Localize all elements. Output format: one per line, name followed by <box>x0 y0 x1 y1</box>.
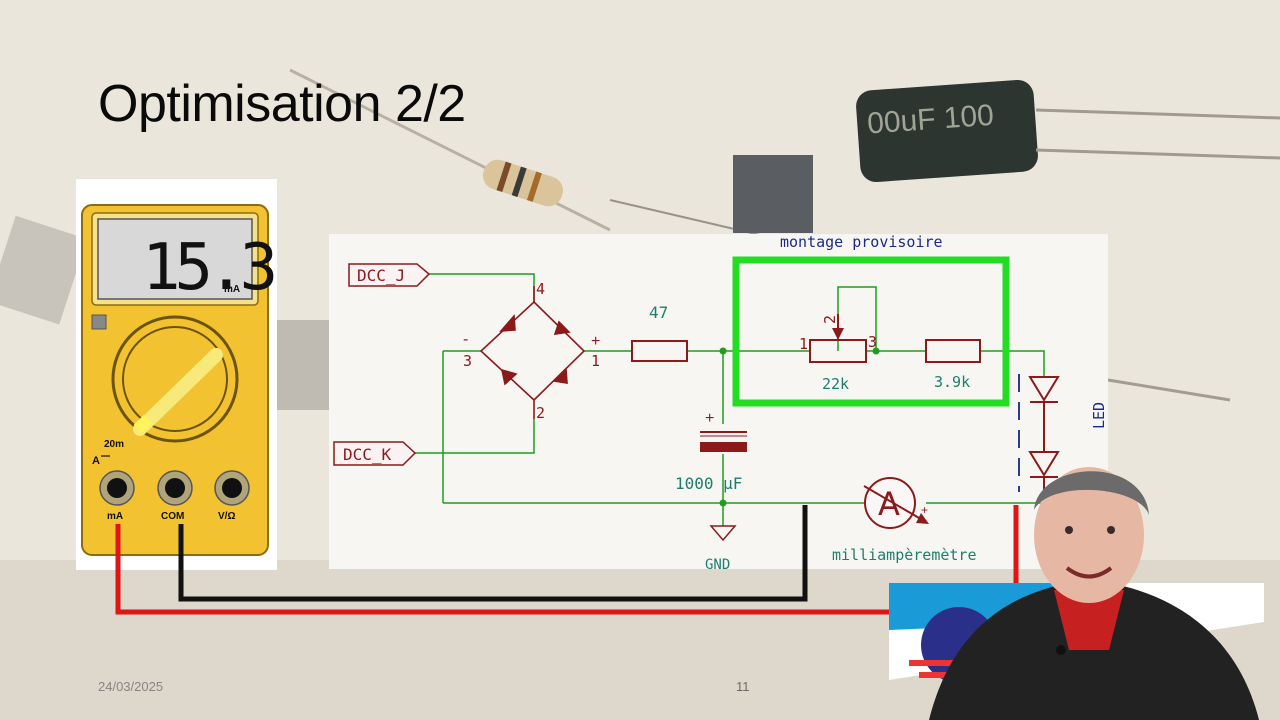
resistor-47 <box>631 340 688 362</box>
highlight-box-label: montage provisoire <box>780 234 943 251</box>
bridge-pin-2: 2 <box>536 404 545 422</box>
slide-title: Optimisation 2/2 <box>98 75 466 133</box>
input-dcc-j: DCC_J <box>348 263 431 287</box>
slide-page-number: 11 <box>736 679 750 694</box>
multimeter: 15.3 mA 20m A mA COM V/Ω <box>76 179 277 570</box>
jack-ma[interactable] <box>99 470 135 506</box>
bridge-minus: - <box>463 331 468 348</box>
capacitor-photo: 00uF 100 <box>856 79 1280 183</box>
resistor-3-9k-label: 3.9k <box>934 373 970 391</box>
pot-value: 22k <box>822 375 849 393</box>
input-dcc-j-label: DCC_J <box>357 266 405 285</box>
jack-label-com: COM <box>161 511 184 522</box>
bridge-pin-4: 4 <box>536 280 545 298</box>
bridge-pin-1: 1 <box>591 352 600 370</box>
schematic-wires <box>415 273 1045 526</box>
black-lead <box>178 505 808 602</box>
bridge-rectifier-photo <box>733 155 813 233</box>
slide-date: 24/03/2025 <box>98 679 164 694</box>
multimeter-unit: mA <box>224 284 240 295</box>
pot-pin-3: 3 <box>868 333 877 351</box>
potentiometer <box>809 314 867 363</box>
bridge-rectifier <box>479 286 586 419</box>
pot-pin-2: 2 <box>821 315 839 324</box>
jack-com[interactable] <box>157 470 193 506</box>
pot-pin-1: 1 <box>799 335 808 353</box>
bridge-pin-3: 3 <box>463 352 472 370</box>
range-label: 20m <box>104 439 124 450</box>
capacitor-label: 1000 µF <box>675 474 742 493</box>
jack-label-ma: mA <box>107 511 123 522</box>
ammeter-label: milliampèremètre <box>832 546 977 564</box>
highlight-box <box>732 256 1010 407</box>
input-dcc-k-label: DCC_K <box>343 445 392 464</box>
resistor-47-label: 47 <box>649 303 668 322</box>
led-label: LED <box>1090 402 1108 429</box>
ammeter-plus: + <box>921 503 928 517</box>
circuit-schematic: DCC_J DCC_K 4 1 3 2 - + 47 montage provi… <box>329 234 1108 569</box>
power-button[interactable] <box>91 314 107 330</box>
capacitor-plus: + <box>705 410 714 427</box>
resistor-3-9k <box>925 339 981 363</box>
jack-voltage[interactable] <box>214 470 250 506</box>
red-lead <box>115 505 1019 615</box>
ground-symbol <box>709 525 737 542</box>
mode-label: A <box>92 455 100 467</box>
jack-label-v: V/Ω <box>218 511 235 522</box>
ammeter <box>863 477 929 529</box>
resistor-photo <box>483 159 563 207</box>
ammeter-symbol: A <box>878 485 900 523</box>
presenter-webcam <box>889 467 1264 720</box>
input-dcc-k: DCC_K <box>333 441 417 466</box>
ground-label: GND <box>705 557 730 569</box>
led-string <box>1028 376 1060 503</box>
bridge-plus: + <box>591 333 600 350</box>
capacitor <box>700 431 747 452</box>
multimeter-reading: 15.3 <box>142 231 274 305</box>
